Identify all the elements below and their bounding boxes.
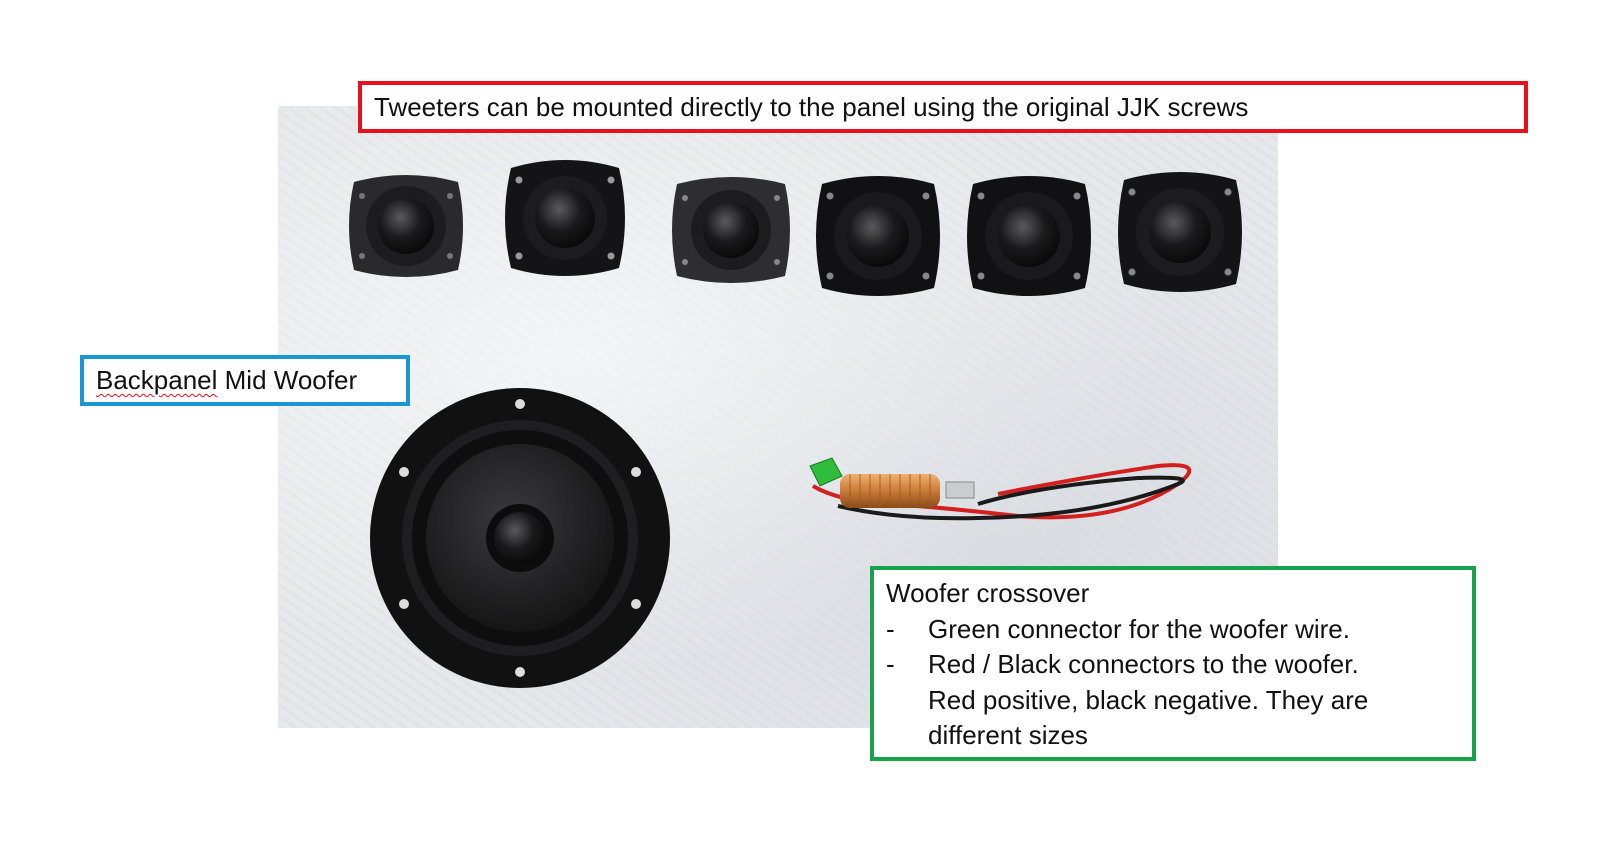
woofer-callout-word-backpanel: Backpanel — [96, 365, 218, 395]
crossover-continuation-1: Red positive, black negative. They are — [928, 684, 1369, 715]
bullet-dash: - — [886, 649, 895, 679]
crossover-bullet-1: - Green connector for the woofer wire. — [886, 612, 1460, 648]
tweeter-1 — [349, 175, 463, 277]
tweeter-5 — [967, 176, 1091, 296]
woofer-callout-word-rest: Mid Woofer — [217, 365, 358, 395]
tweeter-3 — [672, 177, 790, 283]
mid-woofer — [370, 388, 670, 688]
crossover-callout-title: Woofer crossover — [886, 578, 1090, 608]
crossover-continuation-2: different sizes — [928, 720, 1088, 750]
tweeters-callout: Tweeters can be mounted directly to the … — [358, 81, 1528, 133]
speaker-parts-photo — [278, 106, 1278, 728]
woofer-crossover — [809, 457, 1192, 521]
woofer-callout: Backpanel Mid Woofer — [80, 355, 410, 406]
crossover-bullet-1-text: Green connector for the woofer wire. — [928, 613, 1350, 644]
crossover-bullet-2: - Red / Black connectors to the woofer. — [886, 647, 1460, 683]
crossover-bullet-2-text: Red / Black connectors to the woofer. — [928, 649, 1359, 679]
tweeter-2 — [505, 160, 625, 276]
speaker-parts-illustration — [349, 160, 1242, 688]
tweeter-4 — [816, 176, 940, 296]
bullet-dash: - — [886, 613, 895, 644]
crossover-callout: Woofer crossover - Green connector for t… — [870, 566, 1476, 761]
crossover-bullet-list: - Green connector for the woofer wire. -… — [886, 612, 1460, 683]
tweeters-callout-text: Tweeters can be mounted directly to the … — [374, 92, 1249, 122]
tweeter-6 — [1118, 172, 1242, 292]
